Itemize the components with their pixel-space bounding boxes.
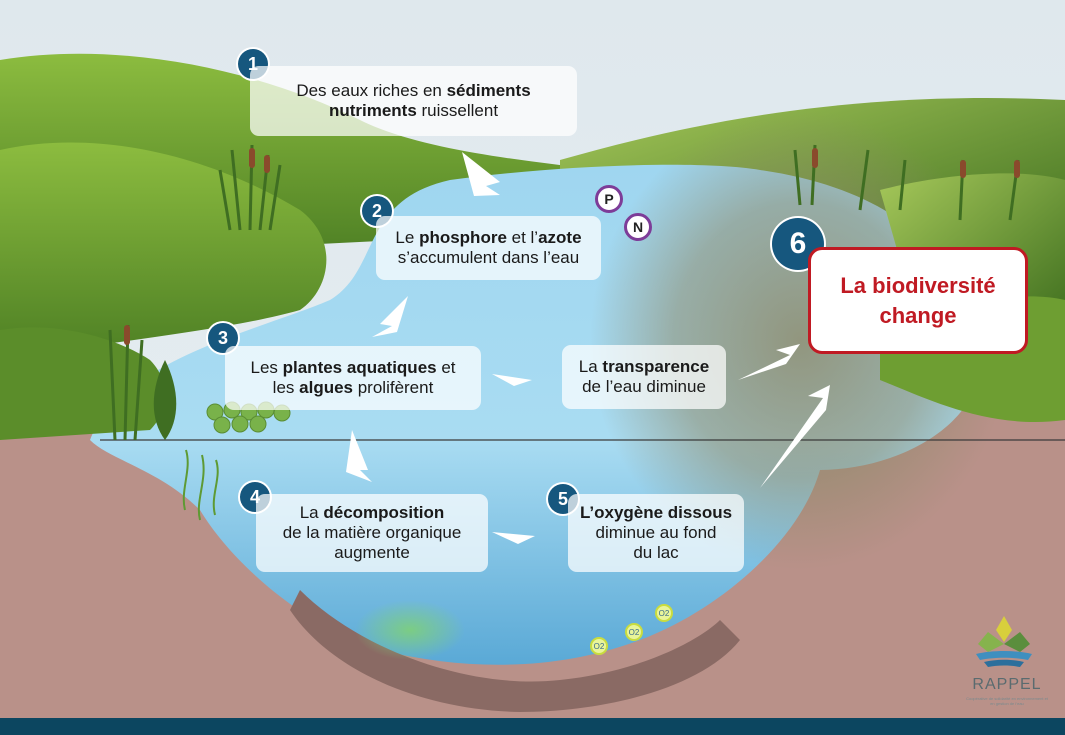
step-2-text: Le [395, 228, 420, 247]
footer-bar [0, 718, 1065, 735]
hill-left-front [0, 142, 327, 360]
step-3-text-3: prolifèrent [353, 378, 434, 397]
step-2-bold-phosphore: phosphore [419, 228, 507, 247]
step-4-box: La décomposition de la matière organique… [256, 494, 488, 572]
cattails-left [124, 148, 270, 345]
logo-tagline: Coopérative de solidarité en environneme… [966, 696, 1048, 706]
oxygen-bubble: O2 [625, 623, 643, 641]
step-4-bold: décomposition [323, 503, 445, 522]
transparency-box: La transparence de l’eau diminue [562, 345, 726, 409]
step-5-bold: L’oxygène dissous [579, 503, 733, 522]
step-5-line-3: du lac [633, 543, 679, 562]
oxygen-bubble: O2 [655, 604, 673, 622]
hill-left-low [0, 327, 165, 440]
transparency-bold: transparence [602, 357, 710, 376]
submerged-weeds [182, 449, 219, 521]
step-3-box: Les plantes aquatiques et les algues pro… [225, 346, 481, 410]
arrow-2-to-3 [372, 296, 408, 337]
step-2-line-2: s’accumulent dans l’eau [397, 248, 580, 267]
algae-cluster [206, 401, 291, 434]
step-2-box: Le phosphore et l’azote s’accumulent dan… [376, 216, 601, 280]
step-1-bold-2: nutriments [328, 101, 417, 120]
step-4-line-2: de la matière organique [282, 523, 462, 542]
step-6-line-2: change [879, 302, 957, 328]
step-6-line-1: La biodiversité [840, 272, 996, 298]
arrow-1-to-2 [462, 152, 500, 196]
step-4-text: La [299, 503, 324, 522]
step-4-line-3: augmente [334, 543, 410, 562]
step-2-bold-azote: azote [538, 228, 582, 247]
step-6-box: La biodiversité change [808, 247, 1028, 354]
arrow-3-to-transparency [492, 374, 532, 386]
arrow-transparency-to-6 [738, 344, 800, 380]
step-3-text-2: les [272, 378, 300, 397]
rappel-logo-icon [976, 616, 1032, 667]
phosphorus-bubble: P [595, 185, 623, 213]
step-3-bold-plants: plantes aquatiques [282, 358, 437, 377]
step-1-text-2: ruissellent [416, 101, 499, 120]
lake-bed [290, 590, 740, 712]
flow-arrows [346, 152, 830, 544]
step-3-text: Les [250, 358, 283, 377]
arrow-3-to-4 [346, 430, 372, 482]
algae-glow [355, 600, 465, 660]
step-2-mid: et l’ [506, 228, 539, 247]
step-3-bold-algae: algues [299, 378, 353, 397]
logo-name: RAPPEL [972, 676, 1042, 693]
step-1-text: Des eaux riches en [296, 81, 447, 100]
step-1-box: Des eaux riches en sédiments nutriments … [250, 66, 577, 136]
cattails-right [812, 148, 1020, 178]
transparency-line-2: de l’eau diminue [582, 377, 706, 396]
arrow-4-to-5 [492, 532, 535, 544]
nitrogen-bubble: N [624, 213, 652, 241]
step-5-line-2: diminue au fond [595, 523, 717, 542]
step-3-badge: 3 [208, 323, 238, 353]
aquatic-plant-leaf [153, 360, 177, 440]
step-3-text-and: et [436, 358, 456, 377]
step-1-bold: sédiments [446, 81, 531, 100]
arrow-5-to-6 [760, 385, 830, 488]
oxygen-bubble: O2 [590, 637, 608, 655]
step-5-box: L’oxygène dissous diminue au fond du lac [568, 494, 744, 572]
transparency-text: La [578, 357, 603, 376]
